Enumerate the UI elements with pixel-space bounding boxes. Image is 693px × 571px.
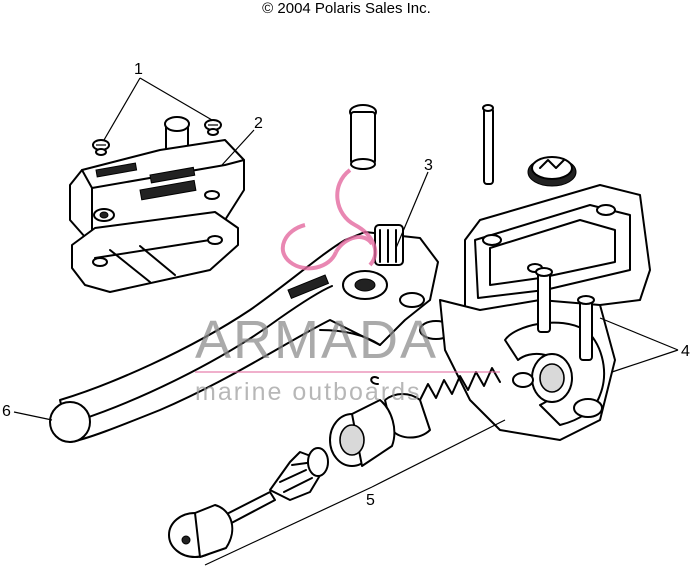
callout-5: 5 <box>366 492 375 509</box>
brake-lever[interactable] <box>49 224 453 443</box>
piston-kit[interactable] <box>168 367 501 558</box>
leader-lines <box>13 77 679 566</box>
callout-2: 2 <box>254 115 263 132</box>
callout-4: 4 <box>681 343 690 360</box>
copyright-notice: © 2004 Polaris Sales Inc. <box>262 0 431 17</box>
pivot-bolt[interactable] <box>349 104 377 170</box>
master-cylinder-body[interactable] <box>439 184 651 441</box>
callout-1: 1 <box>134 61 143 78</box>
watermark-brand: ARMADA <box>195 310 438 370</box>
armada-watermark: ARMADA marine outboards <box>195 168 500 406</box>
reservoir-plug[interactable] <box>527 156 577 187</box>
reservoir-cover[interactable] <box>69 116 245 293</box>
armada-logo <box>280 168 378 271</box>
reservoir-screw[interactable] <box>482 104 494 185</box>
callout-6: 6 <box>2 403 11 420</box>
callout-3: 3 <box>424 157 433 174</box>
watermark-tagline: marine outboards <box>195 378 422 406</box>
